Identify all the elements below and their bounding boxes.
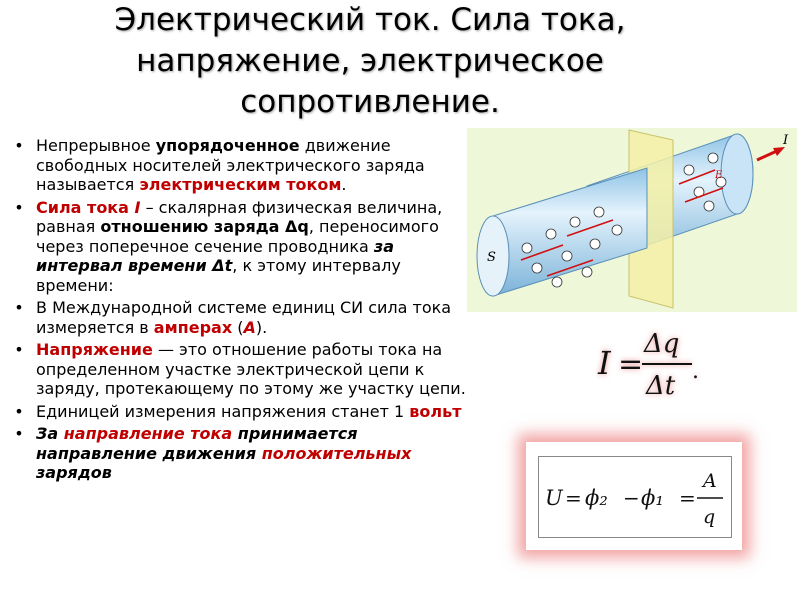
bullet-si-units: • В Международной системе единиц СИ сила… — [12, 298, 467, 337]
label-area: S — [487, 250, 496, 265]
arrow-line — [566, 219, 614, 237]
charge-dot — [551, 276, 563, 288]
bullet-marker: • — [14, 401, 24, 421]
text-red-bold: Напряжение — [36, 340, 153, 359]
bullet-definition: • Непрерывное упорядоченное движение сво… — [12, 136, 467, 195]
text-red-bold-italic: положительных — [261, 443, 412, 463]
text-bold-italic: за интервал времени Δt — [36, 236, 394, 276]
text-bold: отношению заряда — [100, 217, 280, 236]
bullet-marker: • — [14, 424, 24, 443]
title-line-1: Электрический ток. Сила тока, — [114, 2, 626, 38]
text-bold-italic: зарядов — [36, 463, 112, 482]
text-red-bold: амперах — [153, 317, 233, 337]
bullet-voltage: • Напряжение — это отношение работы тока… — [12, 340, 467, 399]
formula-denominator: q — [703, 506, 715, 528]
arrow-line — [520, 244, 564, 261]
conductor-front — [476, 167, 648, 297]
text-red-italic: А — [243, 317, 256, 337]
charge-dot — [521, 242, 533, 254]
text: ( — [232, 317, 244, 337]
text-bold-italic: принимается направление движения — [36, 424, 358, 463]
formula-minus: − — [623, 486, 640, 510]
charge-dot — [683, 164, 695, 176]
charge-dot — [707, 152, 719, 164]
text: – скалярная физическая величина, равная — [36, 197, 443, 237]
conductor-illustration: I S E — [467, 128, 797, 312]
label-field: E — [714, 170, 723, 181]
bullet-marker: • — [14, 298, 24, 317]
arrow-head — [773, 147, 785, 156]
charge-dot — [703, 200, 715, 212]
text-red-bold: вольт — [409, 401, 462, 421]
text-red-bold-italic: направление тока — [63, 424, 233, 443]
slide-title: Электрический ток. Сила тока, напряжение… — [40, 0, 700, 123]
text: . — [341, 175, 347, 194]
formula-equals: = — [679, 486, 696, 510]
text: Единицей измерения напряжения станет 1 — [36, 401, 410, 421]
title-line-2: напряжение, электрическое — [136, 43, 604, 79]
arrow-line — [678, 169, 716, 185]
formula-equals: = — [618, 347, 643, 382]
bullet-list: • Непрерывное упорядоченное движение сво… — [12, 136, 467, 486]
arrow-line — [546, 259, 594, 277]
arrow-line — [684, 187, 724, 203]
formula-phi1: ϕ₁ — [641, 486, 664, 510]
title-line-3: сопротивление. — [240, 84, 500, 120]
formula-period: . — [692, 359, 699, 384]
formula-voltage: U = ϕ₂ − ϕ₁ = A q — [538, 456, 732, 538]
formula-lhs: U — [545, 486, 564, 510]
formula-numerator: A — [701, 470, 717, 492]
charge-carriers — [521, 152, 727, 288]
bullet-volt: • Единицей измерения напряжения станет 1… — [12, 402, 467, 422]
label-current: I — [782, 133, 789, 148]
text: движение свободных носителей электрическ… — [36, 136, 425, 194]
text: , переносимого через поперечное сечение … — [36, 217, 439, 256]
text: Непрерывное — [36, 136, 156, 155]
formula-voltage-frame: U = ϕ₂ − ϕ₁ = A q — [526, 442, 742, 550]
charge-dot — [593, 206, 605, 218]
cylinder-end-left — [476, 215, 510, 297]
formula-equals: = — [565, 486, 582, 510]
formula-phi2: ϕ₂ — [585, 486, 608, 510]
text: — это отношение работы тока на определен… — [36, 340, 466, 398]
formula-numerator: Δq — [643, 329, 679, 359]
bullet-current-strength: • Сила тока I – скалярная физическая вел… — [12, 198, 467, 296]
drift-arrows — [520, 169, 724, 277]
current-direction-arrow-icon — [756, 147, 785, 162]
charge-dot — [561, 250, 573, 262]
bullet-marker: • — [14, 197, 24, 217]
formula-denominator: Δt — [645, 371, 676, 401]
bullet-direction: • За направление тока принимается направ… — [12, 424, 467, 483]
charge-dot — [545, 228, 557, 240]
text-red-italic: I — [134, 197, 141, 217]
text-bold: Δq — [279, 217, 309, 236]
formula-lhs: I — [597, 344, 612, 382]
bullet-marker: • — [14, 340, 24, 359]
charge-dot — [569, 216, 581, 228]
text-red-bold: электрическим током — [139, 175, 342, 194]
text: , к этому интервалу времени: — [36, 256, 401, 295]
charge-dot — [581, 266, 593, 278]
text-bold-italic: За — [36, 424, 64, 443]
bullet-marker: • — [14, 136, 24, 155]
text: ). — [255, 317, 268, 337]
cylinder-end-right — [720, 133, 754, 215]
charge-dot — [531, 262, 543, 274]
charge-dot — [715, 176, 727, 188]
formula-current: I = Δq Δt . — [597, 329, 699, 401]
charge-dot — [589, 238, 601, 250]
text-bold: упорядоченное — [155, 136, 300, 155]
charge-dot — [611, 224, 623, 236]
text-red-bold: Сила тока — [36, 197, 135, 217]
text: В Международной системе единиц СИ сила т… — [36, 298, 452, 337]
